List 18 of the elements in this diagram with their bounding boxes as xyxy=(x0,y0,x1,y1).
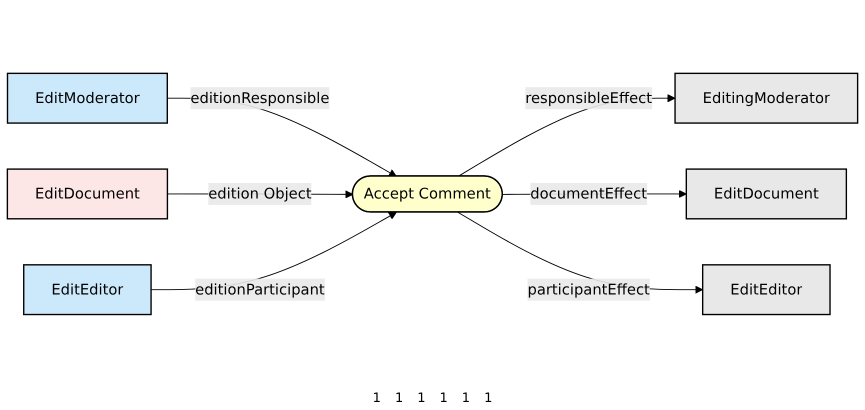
multiplicity-label: 1 xyxy=(484,391,492,406)
edge-label: documentEffect xyxy=(530,184,647,202)
edge-label: participantEffect xyxy=(527,280,650,298)
multiplicity-label: 1 xyxy=(372,391,381,406)
multiplicity-label: 1 xyxy=(440,391,448,406)
node-box: EditingModerator xyxy=(674,72,858,124)
edge-label: responsibleEffect xyxy=(525,88,652,106)
edge-label: editionParticipant xyxy=(195,280,325,298)
node-box: EditEditor xyxy=(702,264,831,315)
node-box: EditDocument xyxy=(6,168,168,220)
multiplicity-label: 1 xyxy=(462,391,470,406)
node-box: EditDocument xyxy=(686,168,848,220)
edge-label: edition Object xyxy=(208,184,312,202)
multiplicity-label: 1 xyxy=(394,391,404,406)
node-box: EditModerator xyxy=(6,72,168,124)
edge-label: editionResponsible xyxy=(190,88,330,106)
node-box: EditEditor xyxy=(23,264,152,315)
multiplicity-label: 1 xyxy=(417,391,426,406)
